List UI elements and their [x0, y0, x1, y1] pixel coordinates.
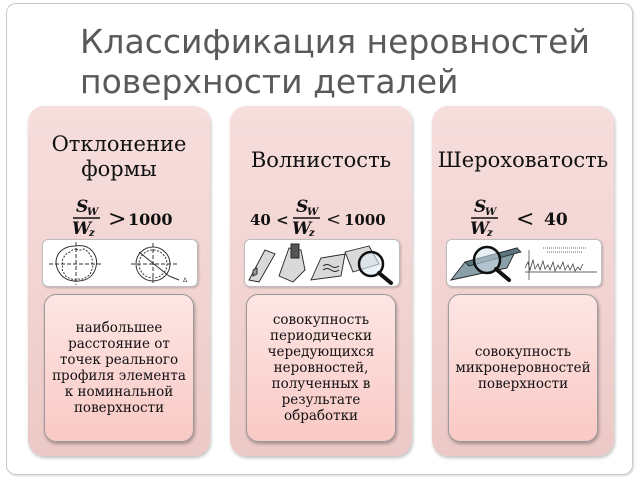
- form-deviation-drawing-icon: Δ: [42, 239, 198, 287]
- svg-text:W: W: [72, 219, 93, 236]
- svg-text:W: W: [292, 219, 313, 236]
- ratio-formula: 40 < S W W z < 1000: [250, 197, 386, 236]
- svg-text:<: <: [516, 207, 534, 232]
- ratio-formula: S W W z > 1000: [72, 197, 173, 236]
- svg-text:40 <: 40 <: [250, 211, 289, 229]
- definition-box: совокупность микронеровностей поверхност…: [448, 294, 598, 442]
- svg-text:W: W: [87, 207, 100, 218]
- svg-text:S: S: [76, 197, 88, 217]
- column-waviness: Волнистость 40 < S W W z < 1000: [230, 106, 412, 456]
- roughness-profile-magnifier-icon: [446, 239, 602, 287]
- slide-title: Классификация неровностей поверхности де…: [80, 22, 590, 101]
- svg-text:40: 40: [544, 210, 568, 230]
- slide: Классификация неровностей поверхности де…: [6, 3, 633, 475]
- svg-text:W: W: [307, 207, 320, 218]
- svg-text:z: z: [308, 228, 315, 236]
- svg-text:Δ: Δ: [183, 277, 188, 284]
- column-form-deviation: Отклонение формы S W W z > 1000: [28, 106, 210, 456]
- waviness-parts-magnifier-icon: [244, 239, 400, 287]
- svg-text:1000: 1000: [344, 211, 386, 229]
- svg-text:z: z: [88, 228, 95, 236]
- svg-text:<: <: [326, 209, 341, 230]
- ratio-formula: S W W z < 40: [470, 197, 568, 236]
- column-heading: Волнистость: [250, 148, 392, 172]
- svg-text:W: W: [470, 219, 491, 236]
- svg-text:>: >: [108, 207, 126, 232]
- definition-box: наибольшее расстояние от точек реального…: [44, 294, 194, 442]
- svg-text:W: W: [485, 207, 498, 218]
- definition-box: совокупность периодически чередующихся н…: [246, 294, 396, 442]
- svg-text:S: S: [474, 197, 486, 217]
- column-roughness: Шероховатость S W W z < 40: [432, 106, 614, 456]
- column-heading: Отклонение формы: [51, 132, 187, 181]
- svg-text:z: z: [486, 228, 493, 236]
- svg-text:S: S: [296, 197, 308, 217]
- svg-text:1000: 1000: [128, 210, 173, 229]
- column-heading: Шероховатость: [437, 148, 609, 172]
